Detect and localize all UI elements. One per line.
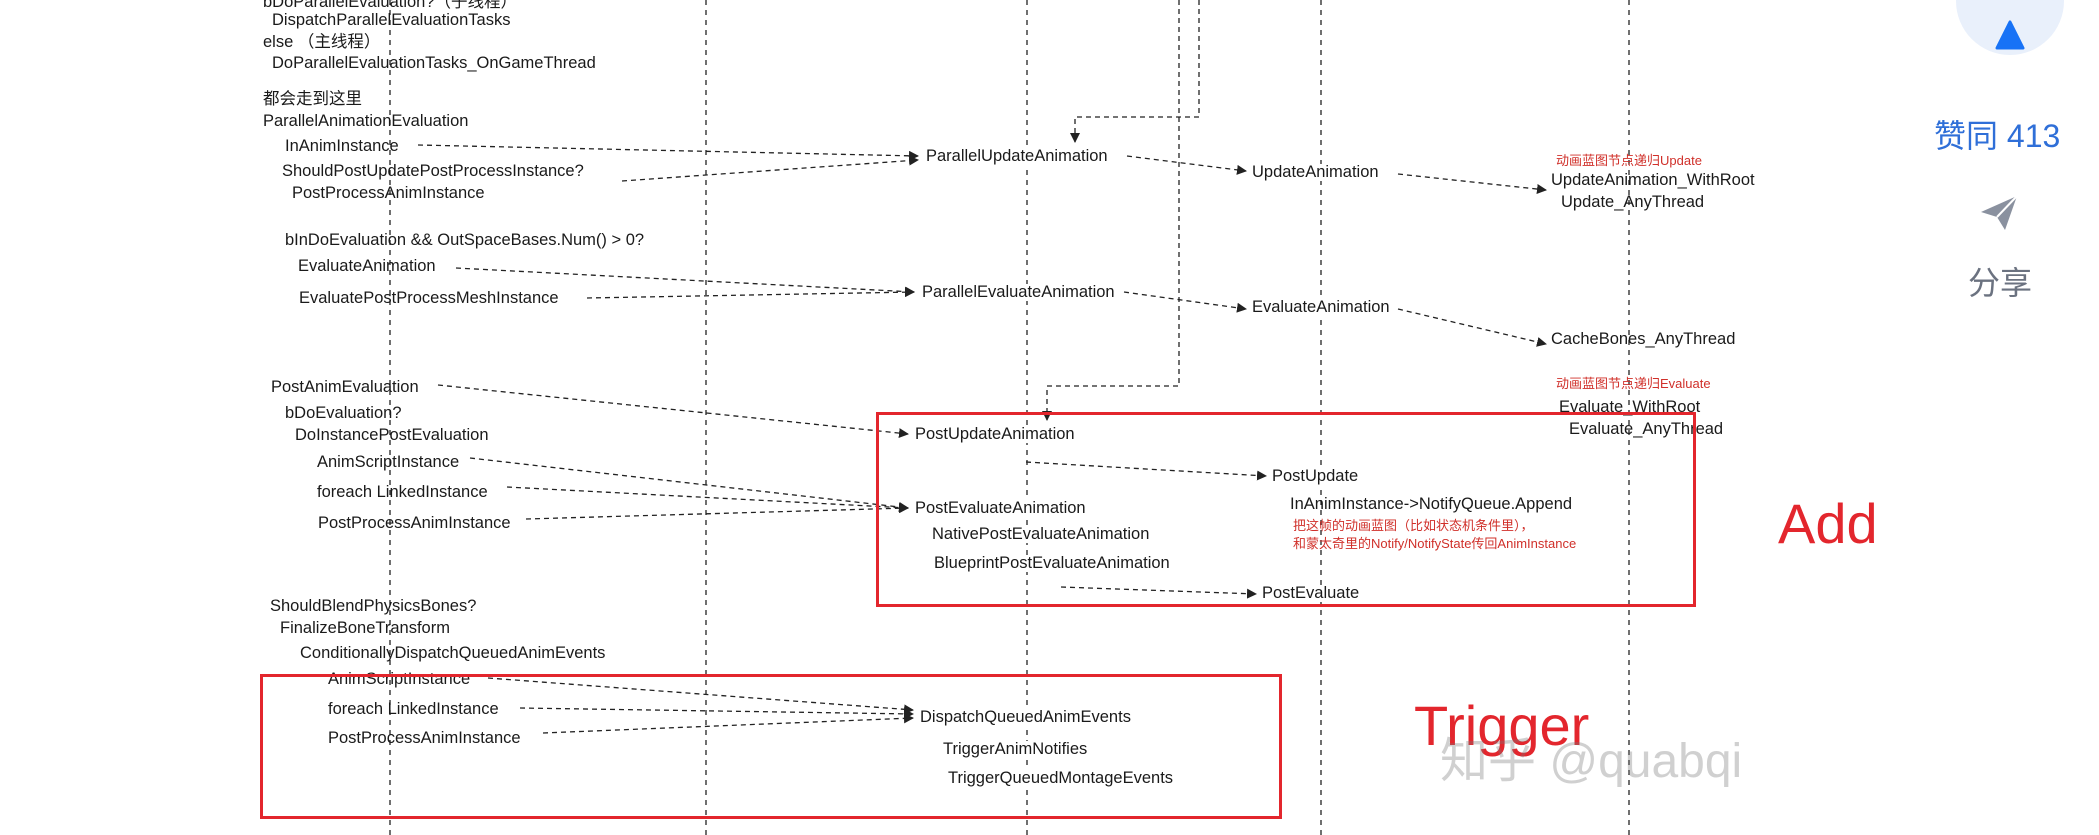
share-button[interactable] <box>1977 190 2021 234</box>
mid-label: TriggerQueuedMontageEvents <box>946 769 1176 787</box>
call-arrow <box>1126 155 1247 175</box>
left-label: DoInstancePostEvaluation <box>295 426 489 444</box>
left-label: DoParallelEvaluationTasks_OnGameThread <box>272 54 596 72</box>
call-arrow <box>469 457 909 512</box>
diagram-connectors <box>389 0 1630 835</box>
call-arrow <box>1397 173 1547 195</box>
left-label: EvaluateAnimation <box>298 257 436 275</box>
call-arrow <box>417 144 919 161</box>
left-label: else （主线程） <box>263 33 381 51</box>
call-arrow <box>487 677 914 715</box>
mid-label: PostUpdateAnimation <box>913 425 1077 443</box>
left-label: EvaluatePostProcessMeshInstance <box>299 289 559 307</box>
watermark: 知乎 @quabqi <box>1440 735 1743 788</box>
mid-label: TriggerAnimNotifies <box>941 740 1090 758</box>
left-label: InAnimInstance <box>285 137 399 155</box>
left-label: ParallelAnimationEvaluation <box>263 112 469 130</box>
mid-label: PostEvaluateAnimation <box>913 499 1088 517</box>
left-label: ConditionallyDispatchQueuedAnimEvents <box>300 644 606 662</box>
add-annotation: Add <box>1778 492 1878 555</box>
trigger-annotation: Trigger <box>1414 694 1590 757</box>
left-label: bDoEvaluation? <box>285 404 402 422</box>
paper-plane-icon <box>1981 195 2018 230</box>
note-text: 动画蓝图节点递归Update <box>1556 153 1702 168</box>
call-arrow <box>455 267 915 297</box>
call-arrow <box>1025 461 1267 481</box>
right-label: InAnimInstance->NotifyQueue.Append <box>1290 495 1573 513</box>
left-label: 都会走到这里 <box>263 90 362 108</box>
left-label: FinalizeBoneTransform <box>280 619 450 637</box>
right-label: Evaluate_AnyThread <box>1569 420 1724 438</box>
mid-label: ParallelEvaluateAnimation <box>920 283 1117 301</box>
call-arrow <box>1397 308 1547 347</box>
left-label: PostProcessAnimInstance <box>292 184 485 202</box>
mid-label: BlueprintPostEvaluateAnimation <box>932 554 1172 572</box>
call-arrow <box>506 486 909 513</box>
call-arrow <box>586 287 915 299</box>
call-arrow <box>542 713 914 734</box>
call-arrow <box>519 707 914 719</box>
add-highlight-box <box>876 412 1696 607</box>
right-label: UpdateAnimation <box>1250 163 1381 181</box>
left-label: DispatchParallelEvaluationTasks <box>272 11 511 29</box>
left-label: foreach LinkedInstance <box>328 700 499 718</box>
right-label: Update_AnyThread <box>1561 193 1705 211</box>
note-text: 把这帧的动画蓝图（比如状态机条件里）， <box>1293 518 1534 533</box>
left-label: PostProcessAnimInstance <box>328 729 521 747</box>
note-text: 动画蓝图节点递归Evaluate <box>1556 376 1711 391</box>
share-label[interactable]: 分享 <box>1968 265 2033 301</box>
mid-label: DispatchQueuedAnimEvents <box>918 708 1133 726</box>
left-label: bInDoEvaluation && OutSpaceBases.Num() >… <box>285 231 645 249</box>
right-label: EvaluateAnimation <box>1250 298 1392 316</box>
call-arrow <box>1060 586 1257 599</box>
left-label: ShouldBlendPhysicsBones? <box>270 597 477 615</box>
vote-up-button[interactable] <box>1956 0 2064 55</box>
left-label: foreach LinkedInstance <box>317 483 488 501</box>
call-arrow <box>621 155 919 182</box>
vote-count-label[interactable]: 赞同 413 <box>1934 118 2061 154</box>
left-label: PostAnimEvaluation <box>271 378 419 396</box>
left-label: PostProcessAnimInstance <box>318 514 511 532</box>
right-label: UpdateAnimation_WithRoot <box>1551 171 1755 189</box>
return-arrow <box>1042 0 1180 421</box>
right-label: PostEvaluate <box>1260 584 1362 602</box>
mid-label: NativePostEvaluateAnimation <box>930 525 1152 543</box>
trigger-highlight-box <box>260 674 1282 819</box>
left-label: AnimScriptInstance <box>317 453 460 471</box>
return-arrow <box>1070 0 1200 143</box>
note-text: 和蒙太奇里的Notify/NotifyState传回AnimInstance <box>1293 536 1577 551</box>
call-arrow <box>437 384 909 439</box>
mid-label: ParallelUpdateAnimation <box>924 147 1110 165</box>
right-label: CacheBones_AnyThread <box>1551 330 1736 348</box>
right-label: Evaluate_WithRoot <box>1559 398 1701 416</box>
left-label: ShouldPostUpdatePostProcessInstance? <box>282 162 584 180</box>
right-label: PostUpdate <box>1270 467 1361 485</box>
left-label: bDoParallelEvaluation?（子线程） <box>263 0 518 11</box>
triangle-up-icon <box>1995 20 2025 50</box>
call-arrow <box>525 503 909 520</box>
call-arrow <box>1123 291 1247 313</box>
